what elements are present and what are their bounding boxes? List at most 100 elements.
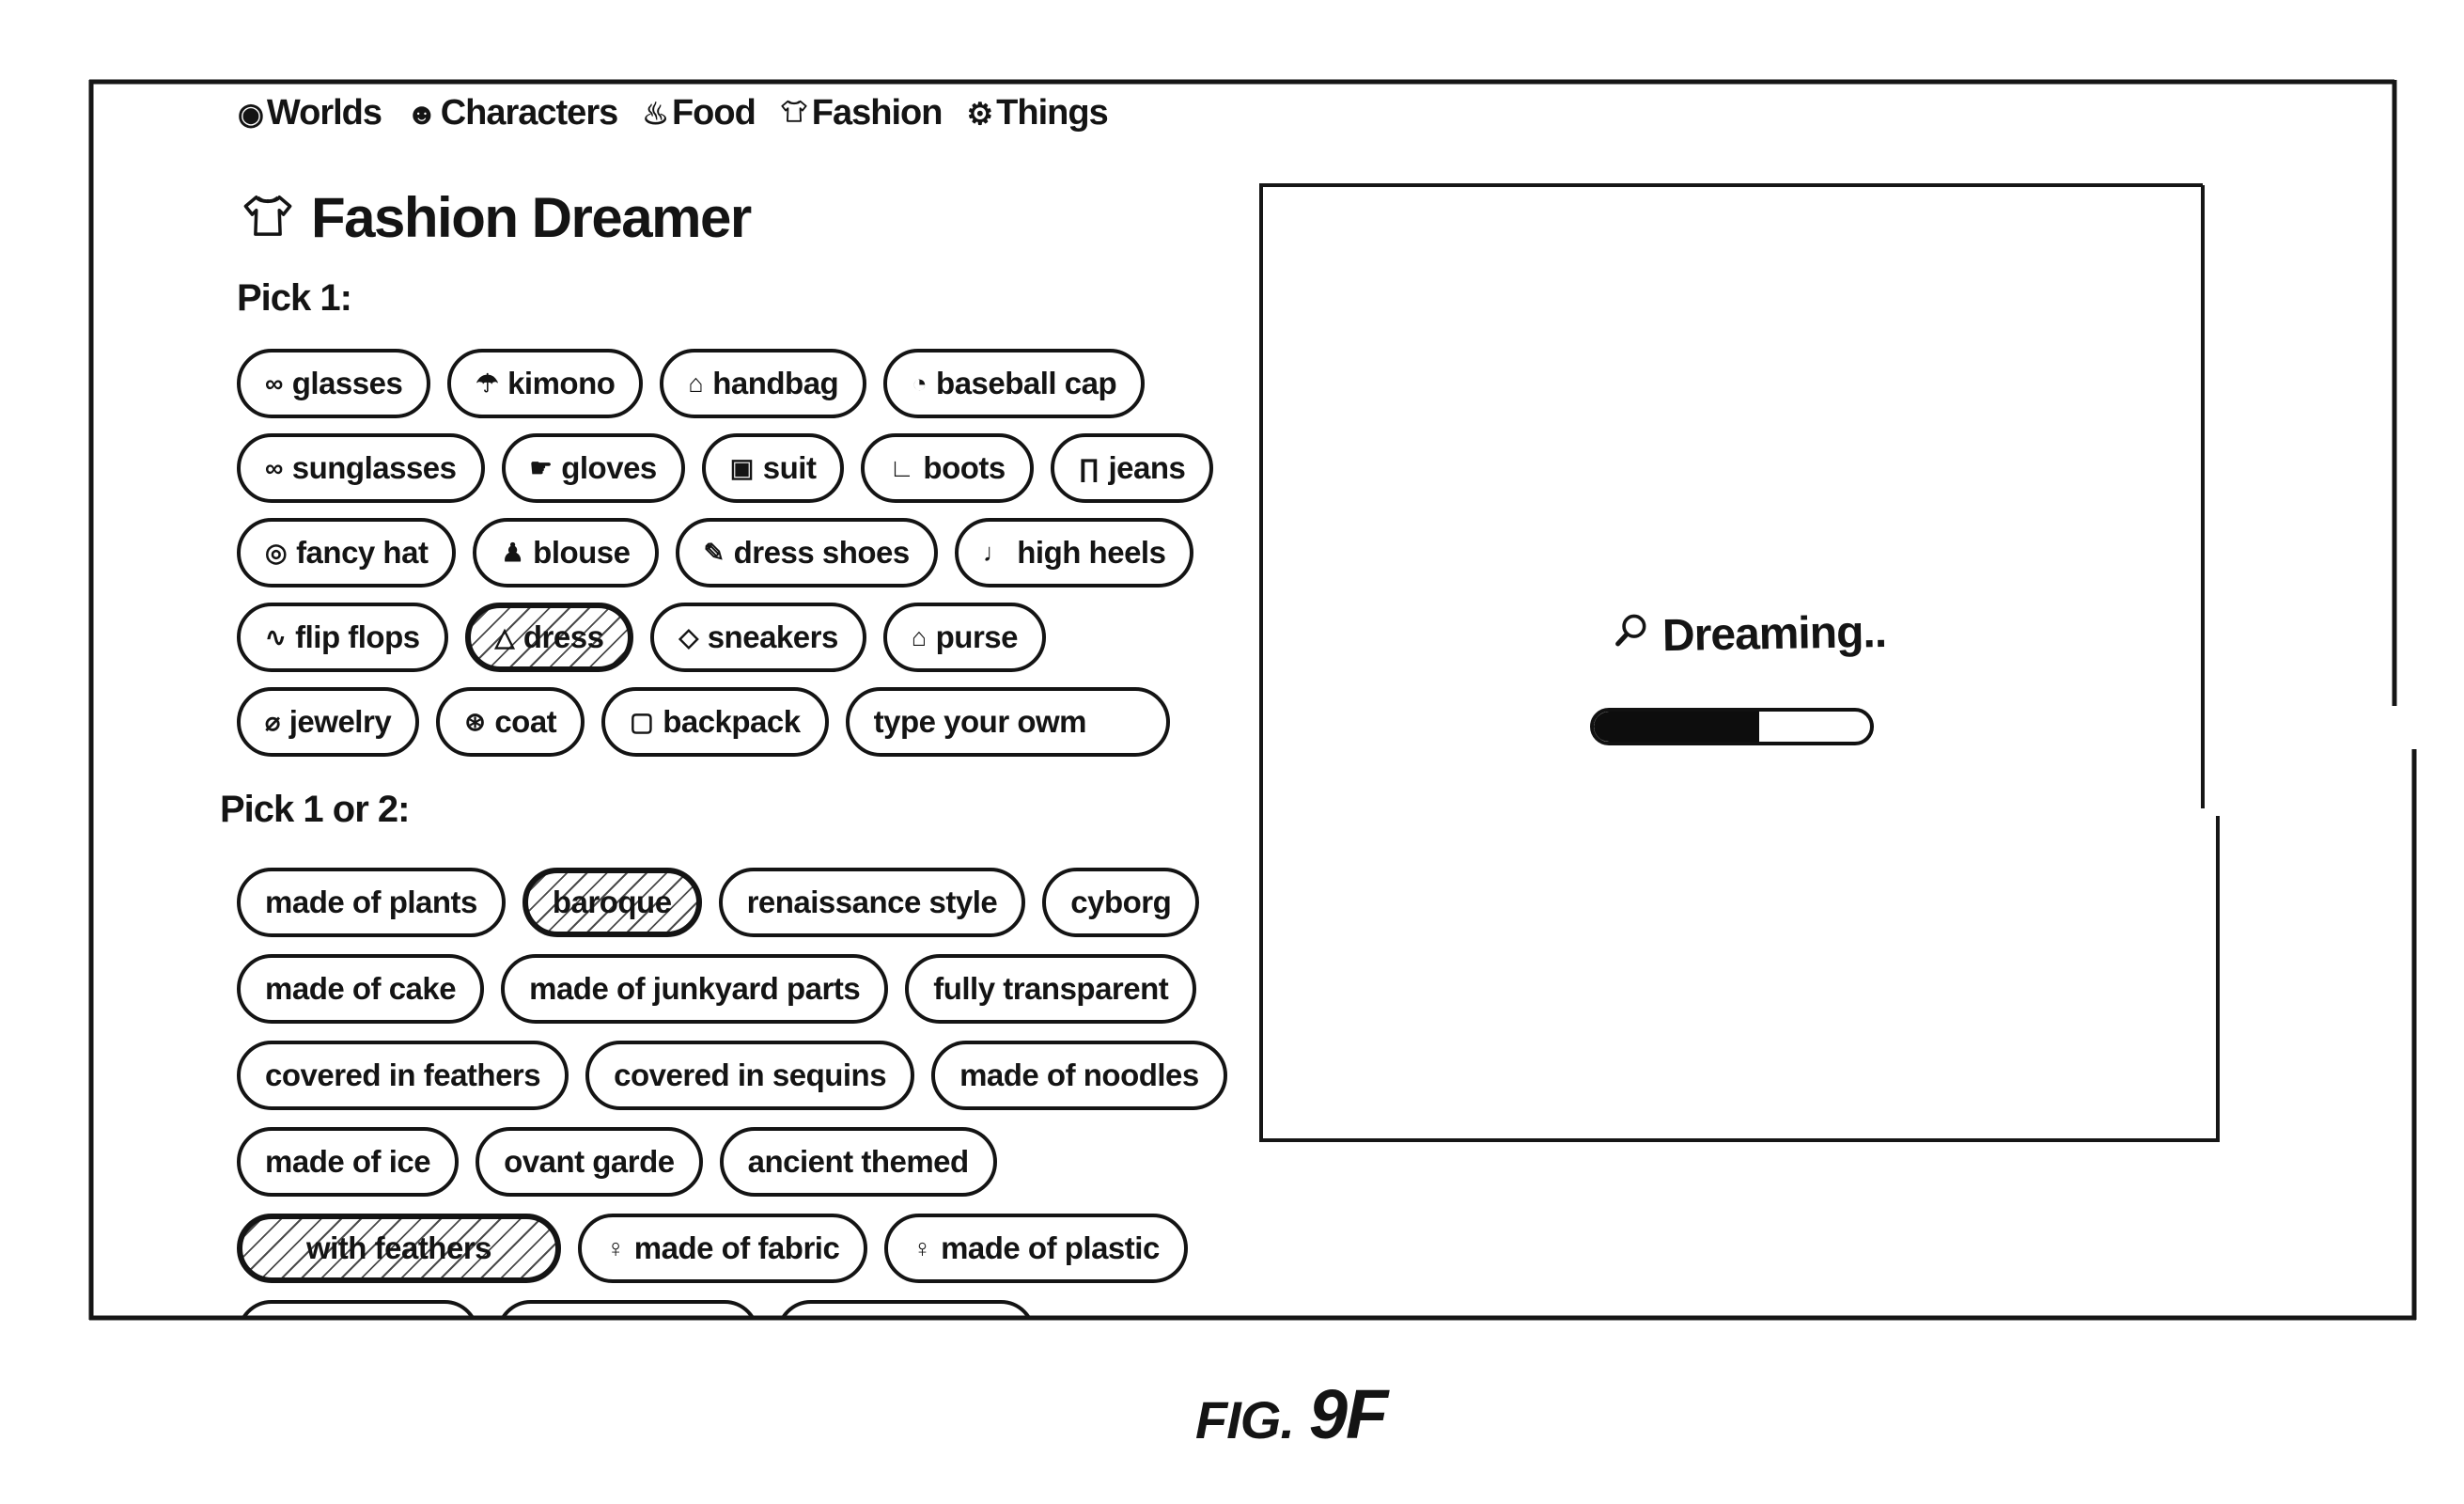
pill-fancy-hat[interactable]: ◎fancy hat xyxy=(237,518,457,588)
sneakers-icon: ◇ xyxy=(678,622,698,651)
pill-sneakers[interactable]: ◇sneakers xyxy=(650,603,866,672)
figure-caption: FIG. 9F xyxy=(1195,1374,1388,1454)
pill-baroque[interactable]: baroque xyxy=(522,868,702,937)
pill-ovant-garde[interactable]: ovant garde xyxy=(476,1127,703,1197)
pill-flip-flops[interactable]: ∿flip flops xyxy=(237,603,448,672)
pill-label: coat xyxy=(494,704,557,739)
pill-made-of-plastic[interactable]: ♀ made of plastic xyxy=(884,1214,1188,1283)
type-your-own-input[interactable]: type your owm xyxy=(845,687,1170,757)
pill-label: baseball cap xyxy=(936,366,1117,400)
pill-label: backpack xyxy=(663,704,801,739)
pill-label: handbag xyxy=(712,366,839,400)
pill-label: ovant garde xyxy=(504,1144,675,1179)
pill-option[interactable]: ♀ xyxy=(776,1300,1036,1320)
pill-made-of-ice[interactable]: made of ice xyxy=(237,1127,460,1197)
pill-renaissance-style[interactable]: renaissance style xyxy=(718,868,1026,937)
pill-backpack[interactable]: ▢backpack xyxy=(601,687,829,757)
pill-label: boots xyxy=(923,450,1006,485)
pill-baseball-cap[interactable]: ◔baseball cap xyxy=(883,349,1146,418)
pin-icon: ♀ xyxy=(892,1311,911,1321)
nav-item-food[interactable]: ♨Food xyxy=(642,93,756,133)
figure-content: ◉Worlds ☻Characters ♨Food Fashion ⚙Things Fa… xyxy=(91,82,2394,1320)
pill-blouse[interactable]: ♟blouse xyxy=(473,518,659,588)
pill-option[interactable]: ♀ xyxy=(496,1300,759,1320)
figure-caption-prefix: FIG. xyxy=(1195,1390,1295,1449)
pick-one-options: ∞glasses☂kimono⌂handbag◔baseball cap∞sun… xyxy=(237,349,1214,757)
pill-jeans[interactable]: ∏jeans xyxy=(1050,433,1214,503)
figure-caption-number: 9F xyxy=(1308,1375,1388,1453)
coat-icon: ⊛ xyxy=(464,707,486,736)
pin-icon: ♀ xyxy=(614,1311,632,1321)
pill-dress-shoes[interactable]: ✎ dress shoes xyxy=(675,518,938,588)
pin-icon: ♀ xyxy=(344,1311,363,1321)
pill-label: purse xyxy=(935,619,1019,654)
pill-label: with feathers xyxy=(305,1230,492,1265)
food-icon: ♨ xyxy=(642,96,669,131)
pill-label: covered in sequins xyxy=(614,1058,887,1092)
nav-item-label: Fashion xyxy=(811,93,943,133)
pill-made-of-fabric[interactable]: ♀made of fabric xyxy=(578,1214,868,1283)
pill-high-heels[interactable]: ♩high heels xyxy=(954,518,1194,588)
pill-label: dress shoes xyxy=(733,535,911,570)
kimono-icon: ☂ xyxy=(476,368,499,398)
nav-item-characters[interactable]: ☻Characters xyxy=(406,93,619,133)
pill-coat[interactable]: ⊛ coat xyxy=(436,687,585,757)
pill-dress[interactable]: △dress xyxy=(464,603,634,672)
flip-flops-icon: ∿ xyxy=(265,622,287,651)
nav-item-things[interactable]: ⚙Things xyxy=(966,93,1108,133)
pill-handbag[interactable]: ⌂handbag xyxy=(660,349,867,418)
pill-made-of-plants[interactable]: made of plants xyxy=(237,868,506,937)
dream-status: Dreaming.. xyxy=(1610,606,1887,662)
high-heels-icon: ♩ xyxy=(982,538,1008,567)
status-text: Dreaming.. xyxy=(1661,606,1887,662)
purse-icon: ⌂ xyxy=(911,622,927,651)
worlds-icon: ◉ xyxy=(238,96,264,131)
glasses-icon: ∞ xyxy=(265,368,283,398)
pill-label: ancient themed xyxy=(747,1144,970,1179)
pill-gloves[interactable]: ☛gloves xyxy=(501,433,685,503)
pill-label: made of plastic xyxy=(941,1230,1160,1265)
pill-label: glasses xyxy=(291,366,403,400)
pill-label: jewelry xyxy=(289,704,392,739)
pill-purse[interactable]: ⌂ purse xyxy=(882,603,1047,672)
pill-ancient-themed[interactable]: ancient themed xyxy=(719,1127,997,1197)
pill-jewelry[interactable]: ⌀jewelry xyxy=(237,687,420,757)
pill-made-of-junkyard-parts[interactable]: made of junkyard parts xyxy=(501,954,889,1024)
dress-shoes-icon: ✎ xyxy=(703,538,725,567)
pill-made-of-noodles[interactable]: made of noodles xyxy=(931,1041,1227,1110)
pill-glasses[interactable]: ∞ glasses xyxy=(237,349,431,418)
nav-item-label: Characters xyxy=(440,93,619,133)
pill-covered-in-feathers[interactable]: covered in feathers xyxy=(237,1041,569,1110)
pill-label: gloves xyxy=(561,450,657,485)
pill-made-of-cake[interactable]: made of cake xyxy=(237,954,485,1024)
pill-boots[interactable]: ∟ boots xyxy=(861,433,1034,503)
pill-label: baroque xyxy=(552,885,672,919)
pill-fully-transparent[interactable]: fully transparent xyxy=(905,954,1197,1024)
pill-row: made of ice ovant garde ancient themed xyxy=(237,1127,1227,1197)
boots-icon: ∟ xyxy=(889,453,914,482)
pill-covered-in-sequins[interactable]: covered in sequins xyxy=(585,1041,915,1110)
top-nav: ◉Worlds ☻Characters ♨Food Fashion ⚙Things xyxy=(238,93,1109,133)
pill-row: ◎fancy hat♟blouse ✎ dress shoes ♩high heels xyxy=(237,518,1213,588)
pill-option[interactable]: ♀ xyxy=(237,1300,479,1320)
pin-icon: ♀ xyxy=(912,1233,932,1262)
nav-item-fashion[interactable]: Fashion xyxy=(780,93,943,133)
page-title: Fashion Dreamer xyxy=(311,186,752,249)
pill-row: ♀ ♀ ♀ xyxy=(237,1300,1227,1320)
pill-with-feathers[interactable]: with feathers xyxy=(237,1214,561,1283)
sunglasses-icon: ∞ xyxy=(265,453,283,482)
pill-kimono[interactable]: ☂kimono xyxy=(447,349,644,418)
nav-item-label: Food xyxy=(671,93,756,133)
pick-one-label: Pick 1: xyxy=(237,277,352,319)
progress-bar xyxy=(1590,708,1874,745)
pill-label: fancy hat xyxy=(296,535,429,570)
nav-item-worlds[interactable]: ◉Worlds xyxy=(238,93,382,133)
fashion-icon xyxy=(780,95,808,132)
pill-sunglasses[interactable]: ∞ sunglasses xyxy=(237,433,485,503)
jeans-icon: ∏ xyxy=(1078,453,1099,482)
pill-cyborg[interactable]: cyborg xyxy=(1042,868,1200,937)
pill-label: sunglasses xyxy=(291,450,457,485)
pill-suit[interactable]: ▣suit xyxy=(701,433,845,503)
